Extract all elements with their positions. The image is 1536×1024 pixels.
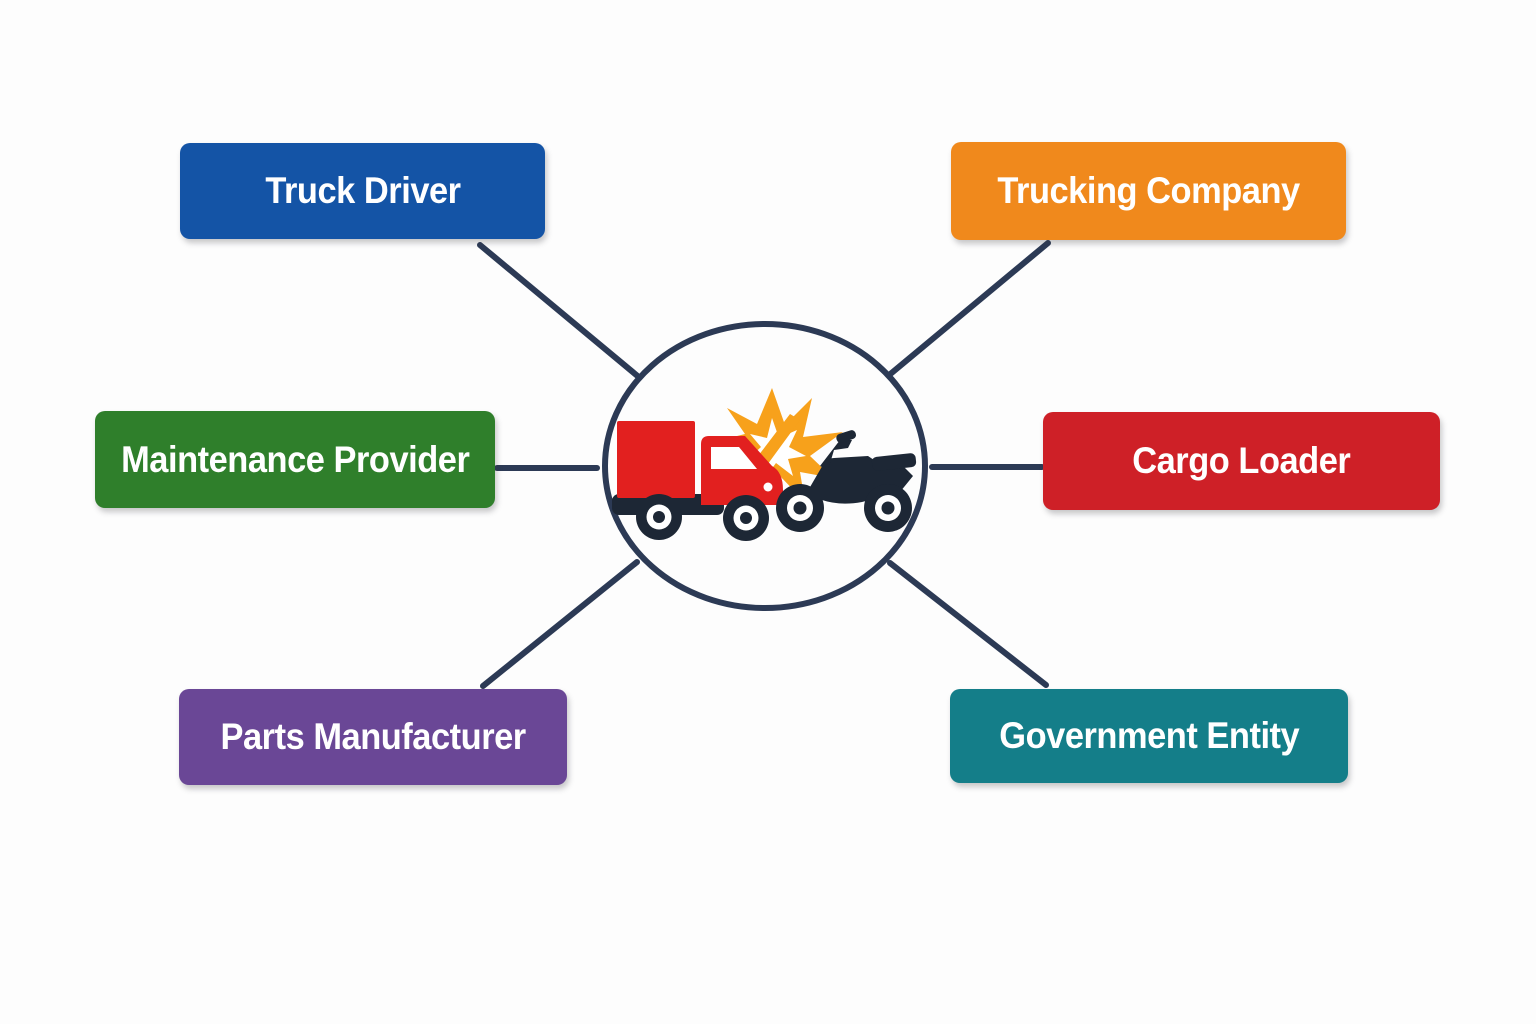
node-truck-driver-label: Truck Driver [264,170,461,211]
truck-wheel-rear-hub [653,511,665,523]
motorcycle-wheel-rear-hub [881,501,895,515]
node-maintenance-provider-label: Maintenance Provider [120,438,470,480]
node-parts-manufacturer-label: Parts Manufacturer [220,716,526,757]
truck-icon [612,421,783,541]
motorcycle-wheel-front-hub [793,501,807,515]
node-cargo-loader: Cargo Loader [1043,412,1440,510]
connector-truck-driver [477,242,643,381]
node-trucking-company-label: Trucking Company [997,170,1300,211]
connector-trucking-company [885,240,1051,379]
truck-window [711,447,757,469]
truck-wheels [636,494,769,541]
motorcycle-handlebar [820,440,852,470]
node-parts-manufacturer: Parts Manufacturer [179,689,567,785]
motorcycle-seat [871,453,917,471]
node-government-entity-label: Government Entity [999,715,1299,756]
connector-parts-manufacturer [480,559,640,689]
connectors [477,240,1051,689]
connector-government-entity [887,560,1049,688]
motorcycle-wheels [776,484,912,532]
node-trucking-company: Trucking Company [951,142,1346,240]
motorcycle-headlamp [836,430,857,443]
node-truck-driver: Truck Driver [180,143,545,239]
truck-headlight [763,482,773,492]
node-cargo-loader-label: Cargo Loader [1132,440,1351,481]
motorcycle-icon [776,430,917,532]
node-government-entity: Government Entity [950,689,1348,783]
node-maintenance-provider: Maintenance Provider [95,411,495,508]
truck-wheel-front-hub [740,512,752,524]
truck-motorcycle-crash-icon [612,388,917,541]
truck-cargo-box [617,421,695,498]
